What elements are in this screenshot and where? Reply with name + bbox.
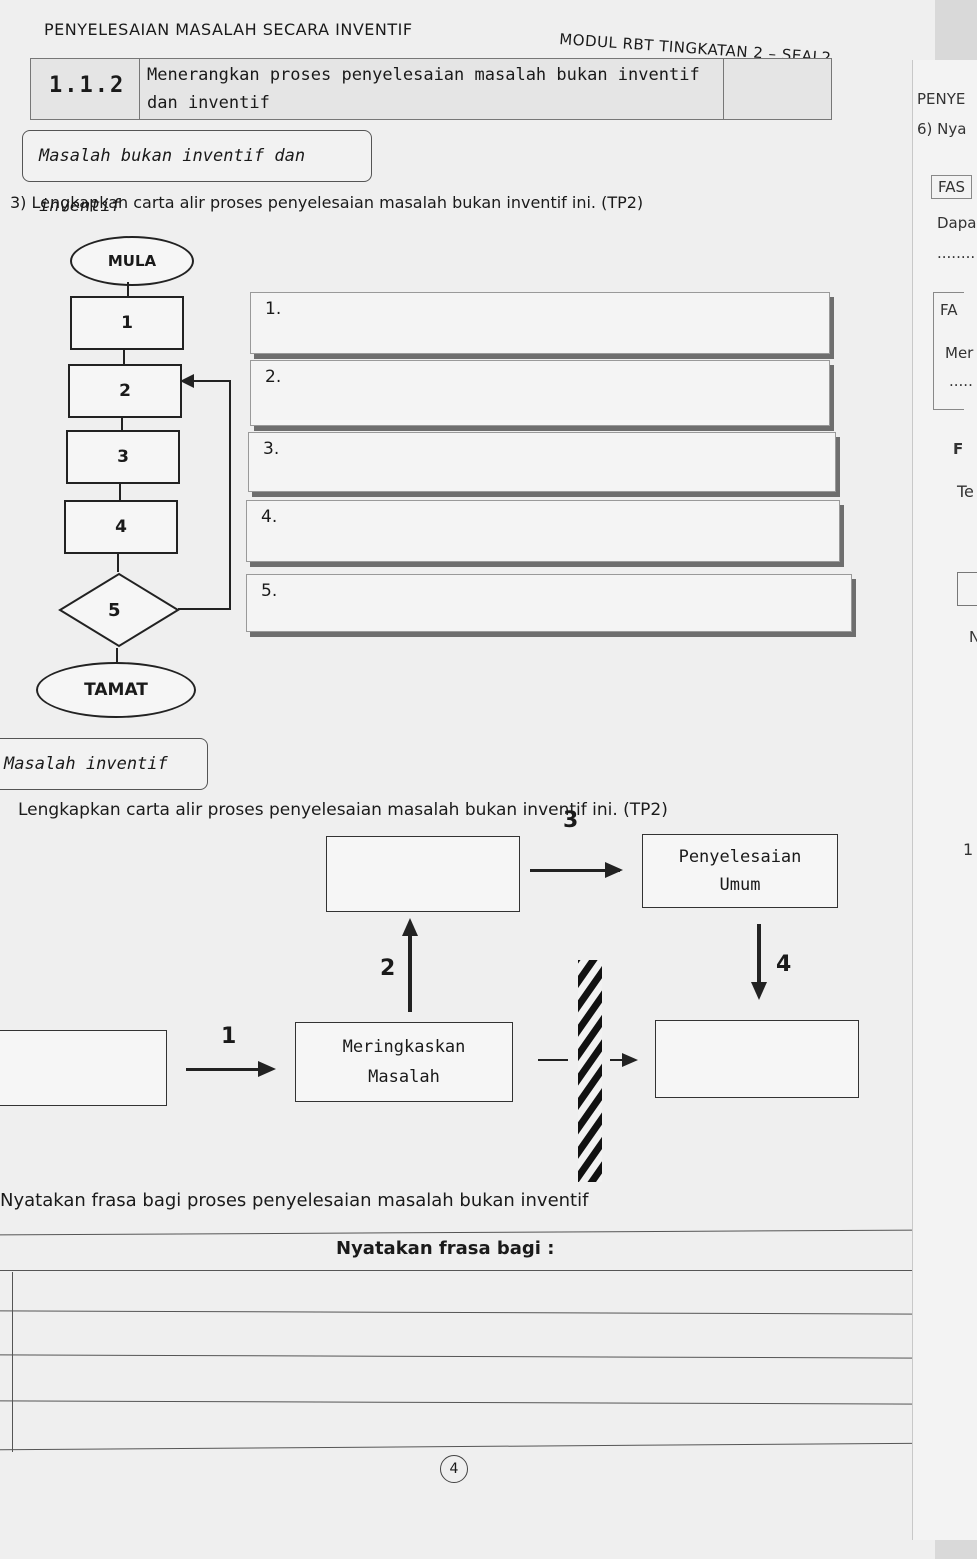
question-phrases: Nyatakan frasa bagi proses penyelesaian …: [0, 1190, 589, 1211]
loop-line-bottom: [178, 608, 230, 610]
adjacent-box: [957, 572, 977, 606]
adjacent-te: Te: [957, 482, 974, 501]
arrow-right-icon: [622, 1053, 638, 1067]
flow-connector: [121, 416, 123, 430]
adjacent-fas: FAS: [931, 175, 973, 199]
blank-box-left[interactable]: [0, 1030, 167, 1106]
flow-step-2: 2: [68, 364, 182, 418]
adjacent-f: F: [953, 440, 964, 458]
question-3: 3) Lengkapkan carta alir proses penyeles…: [10, 193, 644, 212]
topic-description: Menerangkan proses penyelesaian masalah …: [147, 61, 700, 117]
box-masalah-line-2: Masalah: [368, 1067, 440, 1087]
topic-line-2: dan inventif: [147, 93, 270, 113]
adjacent-fa: FA: [933, 292, 964, 410]
arrow-right-icon: [258, 1061, 276, 1077]
box-meringkaskan-masalah: Meringkaskan Masalah: [295, 1022, 513, 1102]
answer-label-3: 3.: [263, 439, 280, 459]
answer-label-4: 4.: [261, 507, 278, 527]
answer-box-3[interactable]: 3.: [248, 432, 836, 492]
flow-decision-diamond: [58, 572, 180, 648]
answer-line-4[interactable]: [0, 1442, 928, 1451]
page-number-circle: 4: [440, 1455, 468, 1483]
adjacent-page: PENYE 6) Nya FAS Dapa ........ FA Mer ..…: [912, 60, 977, 1540]
topic-divider: [139, 59, 140, 119]
topic-divider-2: [723, 59, 724, 119]
topic-code: 1.1.2: [49, 73, 126, 98]
question-inventive: Lengkapkan carta alir proses penyelesaia…: [18, 800, 668, 820]
arrow-3-line: [530, 869, 620, 872]
answer-line-3[interactable]: [0, 1400, 926, 1405]
arrow-label-4: 4: [776, 952, 792, 977]
flow-connector: [117, 552, 119, 572]
answer-label-5: 5.: [261, 581, 278, 601]
loop-arrowhead-icon: [180, 374, 194, 388]
adjacent-mer: Mer: [945, 344, 974, 362]
answer-box-2[interactable]: 2.: [250, 360, 830, 426]
flow-connector: [119, 482, 121, 500]
adjacent-dots-2: .....: [949, 372, 973, 390]
dashed-arrow-segment: [538, 1059, 568, 1061]
box-penyelesaian-umum: Penyelesaian Umum: [642, 834, 838, 908]
arrow-4-line: [757, 924, 761, 986]
topic-box: 1.1.2 Menerangkan proses penyelesaian ma…: [30, 58, 832, 120]
flow-end-terminal: TAMAT: [36, 662, 196, 718]
loop-line-vertical: [229, 380, 231, 610]
flow-connector: [127, 282, 129, 296]
flow-step-4: 4: [64, 500, 178, 554]
topic-line-1: Menerangkan proses penyelesaian masalah …: [147, 65, 700, 85]
adjacent-one: 1: [963, 840, 974, 859]
page-number: 4: [449, 1461, 459, 1477]
adjacent-dapa: Dapa: [937, 214, 977, 232]
arrow-label-2: 2: [380, 956, 396, 981]
arrow-right-icon: [605, 862, 623, 878]
flow-step-3: 3: [66, 430, 180, 484]
box-umum-line-1: Penyelesaian: [678, 847, 802, 867]
arrow-label-1: 1: [221, 1024, 237, 1049]
blank-box-top[interactable]: [326, 836, 520, 912]
arrow-1-line: [186, 1068, 266, 1071]
answer-line-2[interactable]: [0, 1354, 924, 1359]
answer-box-5[interactable]: 5.: [246, 574, 852, 632]
answer-box-1[interactable]: 1.: [250, 292, 830, 354]
dashed-arrow-segment: [610, 1059, 624, 1061]
arrow-down-icon: [751, 982, 767, 1000]
table-top-rule: [0, 1229, 916, 1236]
adjacent-q6: 6) Nya: [917, 120, 967, 138]
answer-box-4[interactable]: 4.: [246, 500, 840, 562]
answer-label-2: 2.: [265, 367, 282, 387]
barrier-hatch: [578, 960, 602, 1182]
arrow-2-line: [408, 930, 412, 1012]
chapter-header: PENYELESAIAN MASALAH SECARA INVENTIF: [44, 20, 413, 39]
flow-step-1: 1: [70, 296, 184, 350]
blank-box-right[interactable]: [655, 1020, 859, 1098]
answer-line-1[interactable]: [0, 1310, 922, 1315]
table-rule: [0, 1270, 920, 1271]
box-masalah-line-1: Meringkaskan: [342, 1037, 466, 1057]
worksheet-page: PENYELESAIAN MASALAH SECARA INVENTIF MOD…: [0, 0, 935, 1559]
section-tab-non-inventive: Masalah bukan inventif dan inventif: [22, 130, 372, 216]
section-tab-inventive: Masalah inventif: [0, 738, 208, 790]
adjacent-title: PENYE: [917, 90, 966, 108]
adjacent-dots-1: ........: [937, 244, 976, 262]
flow-connector: [123, 348, 125, 364]
table-left-border: [12, 1272, 13, 1452]
table-header: Nyatakan frasa bagi :: [336, 1238, 555, 1259]
adjacent-n: N: [969, 628, 977, 646]
flow-start-terminal: MULA: [70, 236, 194, 286]
flow-step-5: 5: [108, 600, 121, 621]
arrow-label-3: 3: [563, 808, 579, 833]
box-umum-line-2: Umum: [719, 875, 761, 895]
loop-line-top: [190, 380, 230, 382]
arrow-up-icon: [402, 918, 418, 936]
flow-connector: [116, 648, 118, 662]
answer-label-1: 1.: [265, 299, 282, 319]
